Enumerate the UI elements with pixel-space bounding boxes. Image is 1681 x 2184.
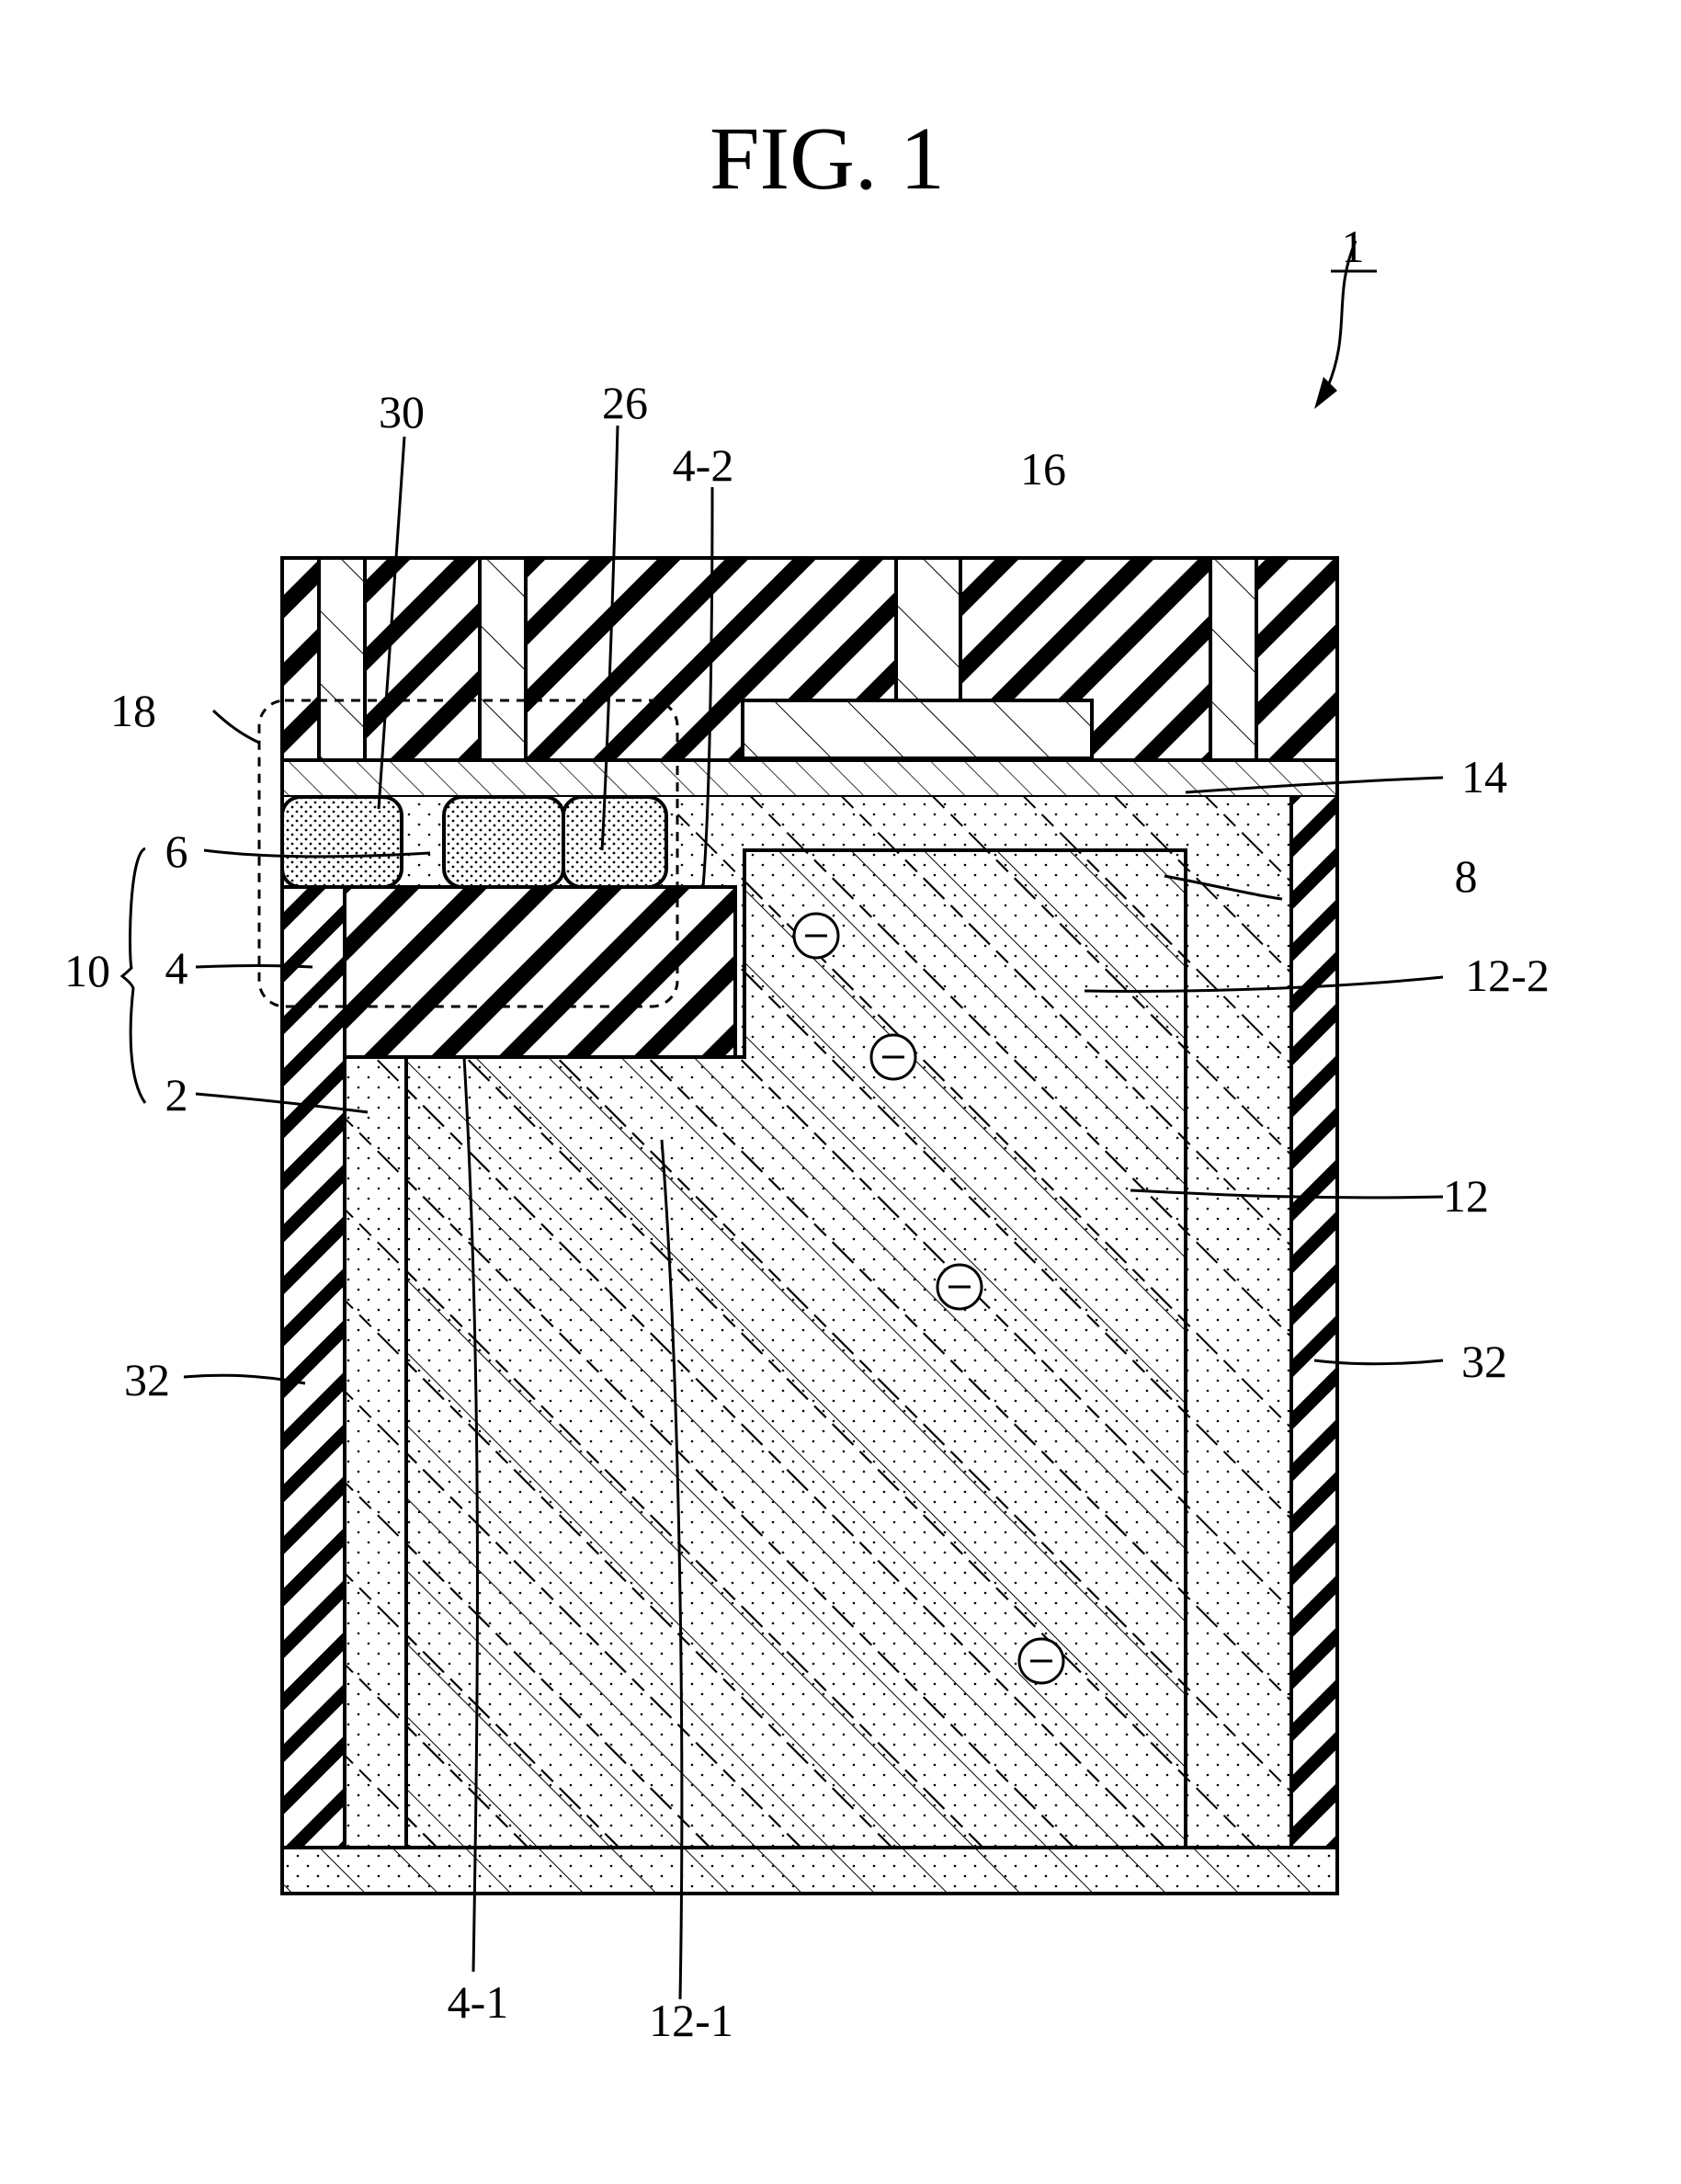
figure-title: FIG. 1 bbox=[710, 109, 945, 209]
label-10: 10 bbox=[64, 945, 110, 996]
charge-marker bbox=[869, 1033, 917, 1081]
label-2: 2 bbox=[165, 1069, 188, 1120]
label-12: 12 bbox=[1443, 1170, 1489, 1222]
label-26: 26 bbox=[602, 377, 648, 428]
charge-marker bbox=[792, 912, 840, 960]
film-14 bbox=[280, 758, 1339, 799]
label-8: 8 bbox=[1455, 850, 1478, 902]
reference-numerals: 1 30 26 4-2 16 18 14 6 8 10 4 12-2 2 12 … bbox=[64, 221, 1550, 2046]
label-12-1: 12-1 bbox=[649, 1995, 733, 2046]
label-32-right: 32 bbox=[1461, 1336, 1507, 1387]
label-30: 30 bbox=[379, 386, 425, 438]
label-4-1: 4-1 bbox=[448, 1976, 509, 2028]
label-32-left: 32 bbox=[124, 1354, 170, 1405]
main-body bbox=[280, 556, 1339, 1895]
label-4-2: 4-2 bbox=[673, 439, 734, 491]
charge-markers bbox=[792, 912, 1065, 1685]
charge-marker bbox=[936, 1263, 983, 1311]
electrode-16 bbox=[741, 699, 1094, 760]
label-12-2: 12-2 bbox=[1465, 950, 1550, 1001]
top-interlayer bbox=[282, 558, 1337, 760]
label-4: 4 bbox=[165, 942, 188, 994]
leader-lines bbox=[119, 240, 1444, 2000]
region-18-outline bbox=[257, 699, 679, 1008]
label-device: 1 bbox=[1342, 221, 1365, 272]
charge-marker bbox=[1017, 1637, 1065, 1685]
label-6: 6 bbox=[165, 825, 188, 877]
label-14: 14 bbox=[1461, 751, 1507, 802]
label-18: 18 bbox=[110, 685, 156, 736]
label-16: 16 bbox=[1020, 443, 1066, 495]
